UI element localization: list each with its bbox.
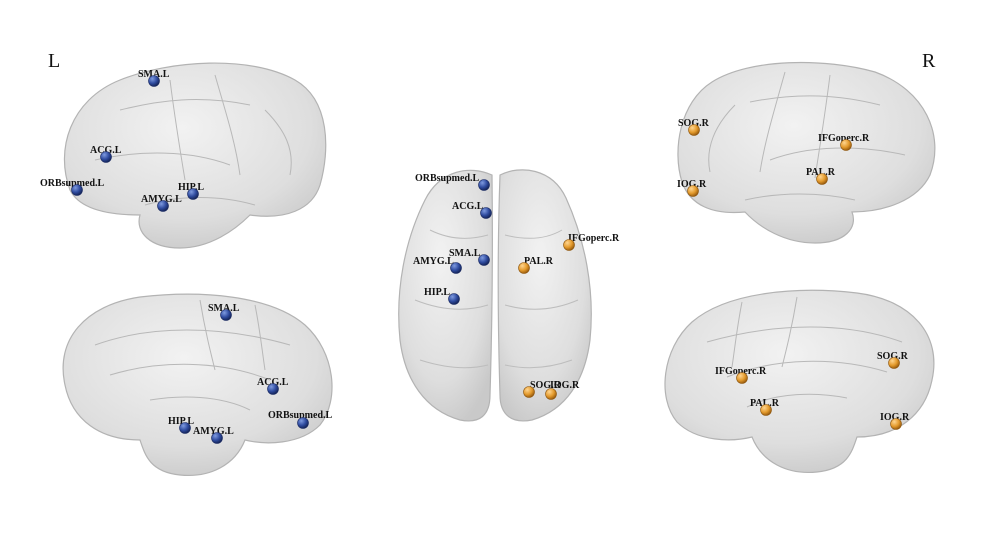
node-marker [687,185,699,197]
node-label: AMYG.L [193,426,234,437]
left-medial-brain-shape [62,293,333,477]
node-marker [563,239,575,251]
node-marker [148,75,160,87]
left-medial-node-hip-l: HIP.L [168,416,194,434]
node-marker [523,386,535,398]
node-label: PAL.R [750,398,780,409]
node-label: AMYG.L [413,256,454,267]
node-label: HIP.L [178,182,204,193]
axial-node-sma-l: SMA.L [449,248,490,266]
node-label: IFGoperc.R [715,366,767,377]
right-medial-node-ifgoperc-r: IFGoperc.R [715,366,767,384]
node-marker [71,184,83,196]
left-lateral-node-hip-l: HIP.L [178,182,204,200]
node-marker [220,309,232,321]
node-label: IOG.R [677,179,707,190]
node-marker [157,200,169,212]
node-label: SOG.R [877,351,909,362]
node-marker [518,262,530,274]
left-lateral-node-sma-l: SMA.L [138,69,170,87]
node-label: HIP.L [424,287,450,298]
axial-node-iog-r: IOG.R [545,380,580,400]
node-marker [760,404,772,416]
right-lateral-node-ifgoperc-r: IFGoperc.R [818,133,870,151]
node-marker [478,179,490,191]
axial-node-acg-l: ACG.L [452,201,492,219]
right-medial-node-iog-r: IOG.R [880,412,910,430]
node-label: IFGoperc.R [568,233,620,244]
right-medial-brain-shape [664,289,935,474]
node-label: PAL.R [524,256,554,267]
node-marker [267,383,279,395]
node-marker [450,262,462,274]
left-medial-view [62,293,333,477]
node-label: ACG.L [257,377,289,388]
right-lateral-node-sog-r: SOG.R [678,118,710,136]
left-hemisphere-label: L [48,50,61,72]
node-marker [100,151,112,163]
node-marker [478,254,490,266]
node-label: ORBsupmed.L [415,173,480,184]
axial-node-orbsupmed-l: ORBsupmed.L [415,173,490,191]
right-hemisphere-label: R [922,50,936,72]
node-marker [840,139,852,151]
axial-node-amyg-l: AMYG.L [413,256,462,274]
axial-node-sog-r: SOG.R [523,380,562,398]
node-marker [688,124,700,136]
node-label: ORBsupmed.L [40,178,105,189]
node-marker [211,432,223,444]
node-label: PAL.R [806,167,836,178]
left-medial-node-amyg-l: AMYG.L [193,426,234,444]
node-marker [297,417,309,429]
right-medial-view [664,289,935,474]
node-marker [480,207,492,219]
left-lateral-view [63,62,327,249]
axial-right-hemisphere-shape [497,169,592,422]
node-marker [888,357,900,369]
axial-node-ifgoperc-r: IFGoperc.R [563,233,620,251]
node-label: IFGoperc.R [818,133,870,144]
right-medial-node-sog-r: SOG.R [877,351,909,369]
node-marker [448,293,460,305]
axial-view [398,169,592,422]
left-medial-node-acg-l: ACG.L [257,377,289,395]
node-marker [187,188,199,200]
right-lateral-node-pal-r: PAL.R [806,167,836,185]
node-label: ACG.L [90,145,122,156]
node-label: IOG.R [880,412,910,423]
left-medial-node-orbsupmed-l: ORBsupmed.L [268,410,333,429]
node-marker [890,418,902,430]
node-label: SOG.R [678,118,710,129]
node-marker [816,173,828,185]
axial-node-pal-r: PAL.R [518,256,554,274]
node-label: SMA.L [208,303,240,314]
node-label: HIP.L [168,416,194,427]
right-lateral-node-iog-r: IOG.R [677,179,707,197]
node-marker [545,388,557,400]
right-lateral-view [677,61,936,244]
node-label: SOG.R [530,380,562,391]
axial-node-hip-l: HIP.L [424,287,460,305]
right-lateral-brain-shape [677,61,936,244]
left-medial-node-sma-l: SMA.L [208,303,240,321]
node-label: SMA.L [138,69,170,80]
node-marker [736,372,748,384]
left-lateral-node-amyg-l: AMYG.L [141,194,182,212]
node-label: IOG.R [550,380,580,391]
node-label: ACG.L [452,201,484,212]
left-lateral-node-orbsupmed-l: ORBsupmed.L [40,178,105,196]
node-label: AMYG.L [141,194,182,205]
axial-left-hemisphere-shape [398,169,493,422]
right-medial-node-pal-r: PAL.R [750,398,780,416]
left-lateral-node-acg-l: ACG.L [90,145,122,163]
node-marker [179,422,191,434]
node-label: ORBsupmed.L [268,410,333,421]
node-label: SMA.L [449,248,481,259]
